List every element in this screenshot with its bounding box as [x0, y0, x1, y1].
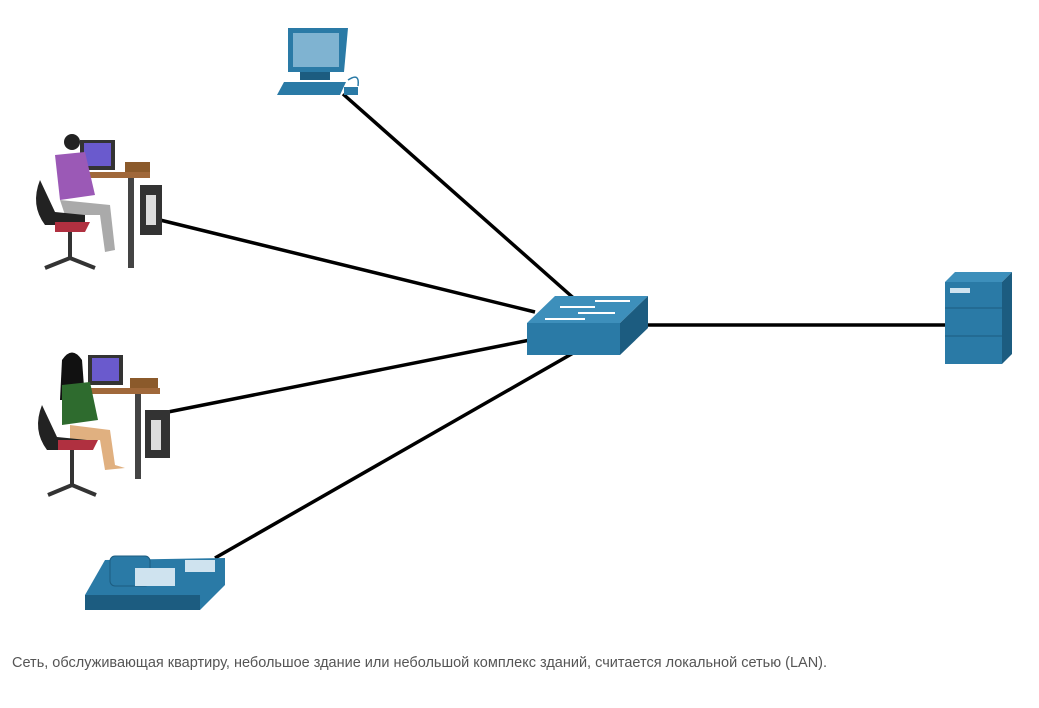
links — [159, 92, 948, 560]
link-phone-switch — [214, 350, 576, 560]
ip-phone-icon — [85, 555, 225, 610]
desktop-computer-icon — [277, 28, 360, 95]
server-icon — [945, 272, 1012, 364]
link-worker1-switch — [159, 218, 536, 314]
diagram-caption: Сеть, обслуживающая квартиру, небольшое … — [12, 655, 828, 671]
link-worker2-switch — [167, 338, 531, 414]
office-worker-female-icon — [38, 352, 170, 497]
link-computer-switch — [341, 92, 580, 304]
office-worker-male-icon — [36, 134, 162, 270]
switch-icon — [527, 296, 648, 355]
